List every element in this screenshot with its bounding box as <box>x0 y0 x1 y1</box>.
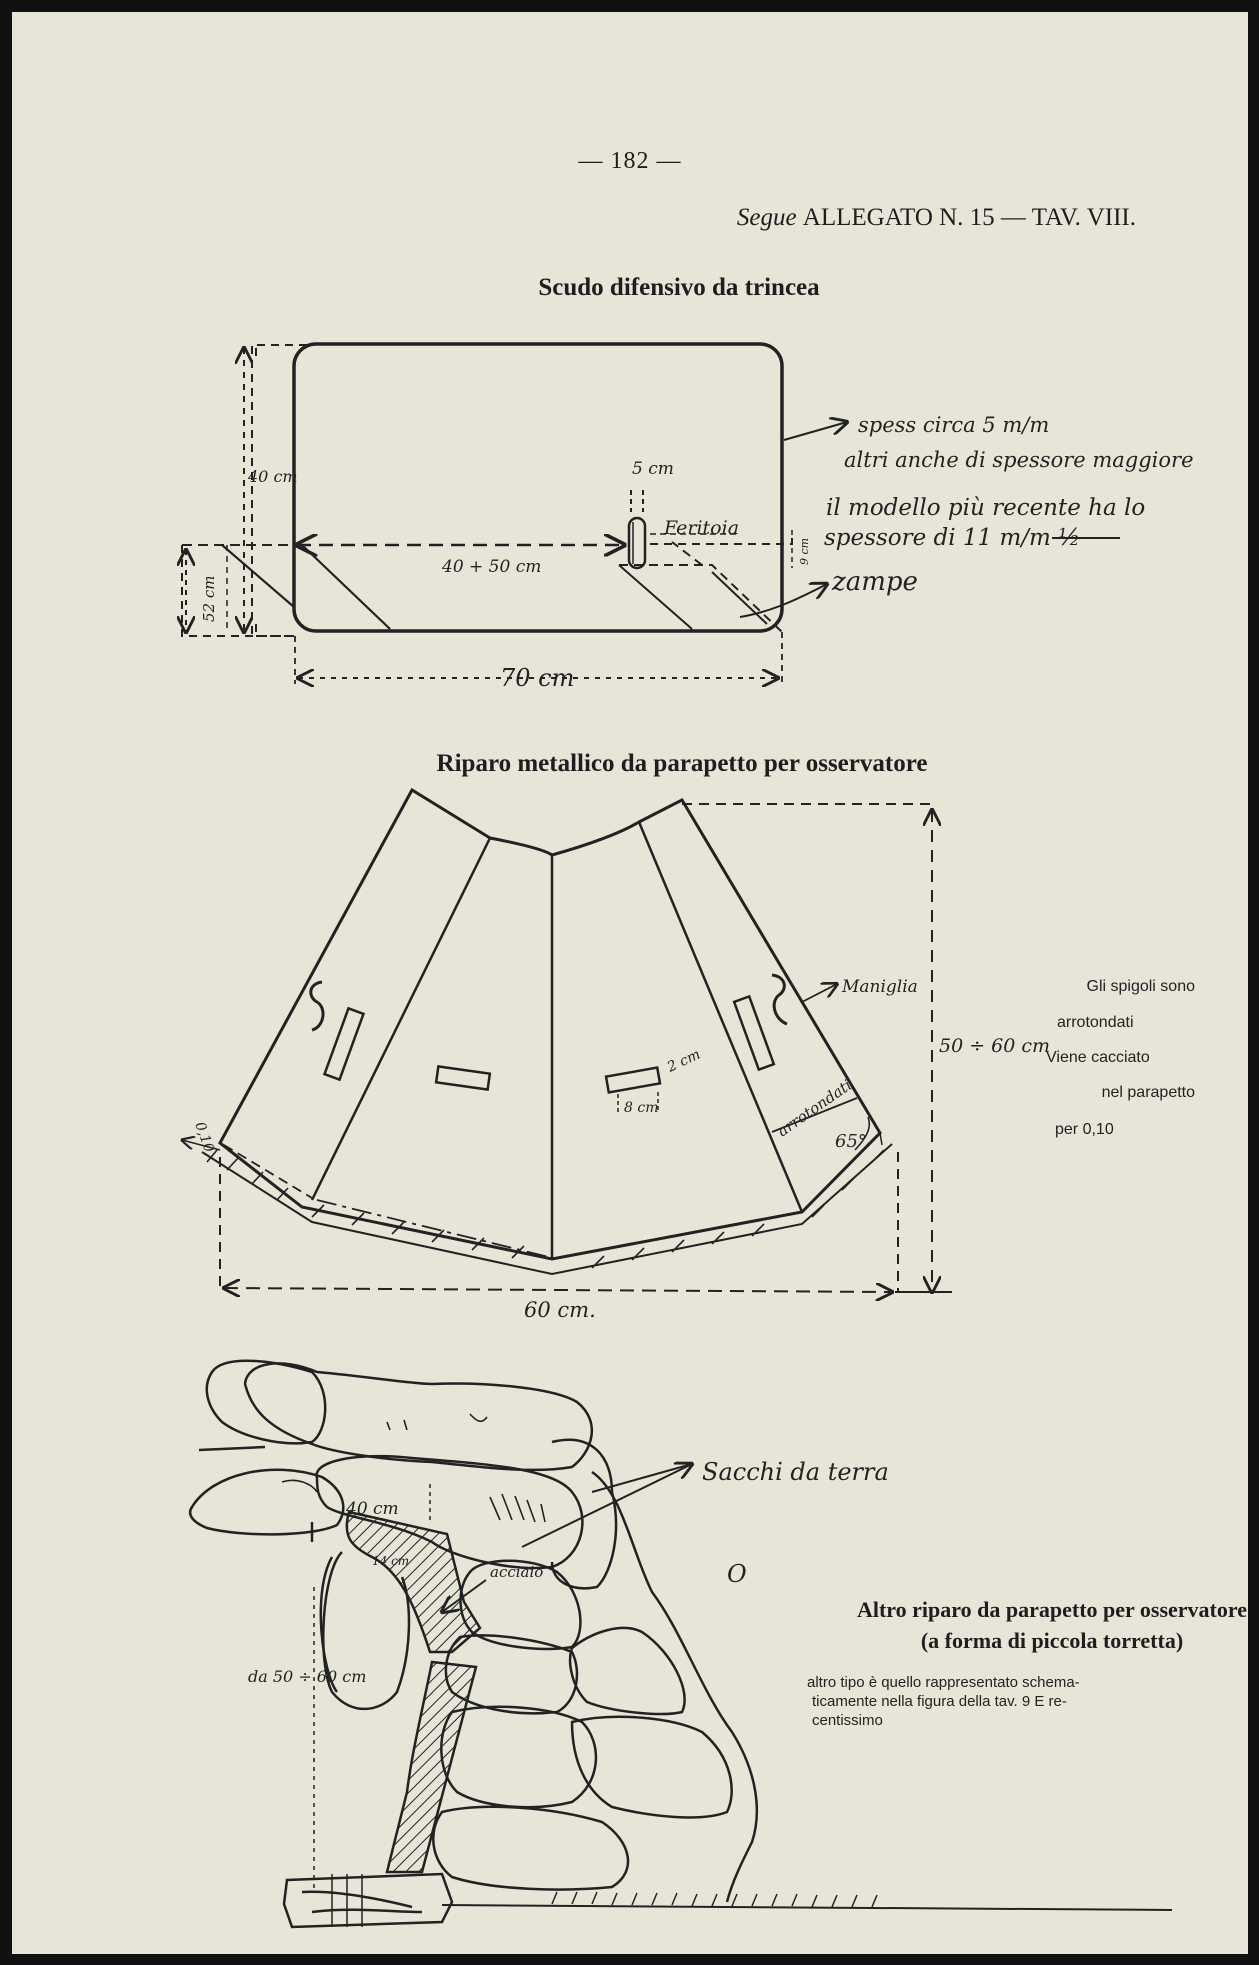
figure3-desc-line2: ticamente nella figura della tav. 9 E re… <box>812 1693 1067 1710</box>
document-page: — 182 — Segue ALLEGATO N. 15 — TAV. VIII… <box>12 12 1248 1954</box>
side-note-line2: arrotondati <box>1057 1014 1134 1031</box>
label-feritoia: Feritoia <box>663 517 739 539</box>
side-note-line1: Gli spigoli sono <box>1087 978 1196 995</box>
label-slot-size: 5 cm <box>632 459 674 479</box>
figure2-title: Riparo metallico da parapetto per osserv… <box>437 750 928 777</box>
label-zampe: zampe <box>831 567 918 597</box>
side-note-line5: per 0,10 <box>1055 1121 1114 1138</box>
note-thickness-1: spess circa 5 m/m <box>858 413 1049 437</box>
figure3-desc-line3: centissimo <box>812 1712 883 1729</box>
label-bottom-60: 60 cm. <box>524 1298 596 1322</box>
stone-3 <box>568 1626 686 1716</box>
right-handle-plate <box>732 994 776 1072</box>
stone-7 <box>432 1805 630 1891</box>
sandbag-middle <box>315 1455 584 1570</box>
note-leader-arrow <box>783 422 847 441</box>
label-acciaio: acciaio <box>490 1563 543 1581</box>
figures-canvas: Scudo difensivo da trincea <box>12 274 1247 1929</box>
ground-line-2 <box>441 1904 1173 1911</box>
label-40cm: 40 cm <box>345 1499 399 1519</box>
label-depth: 0,10 <box>191 1120 217 1155</box>
stone-6 <box>570 1715 733 1819</box>
ground-line <box>201 1143 893 1276</box>
left-slot <box>434 1065 492 1091</box>
label-o-letter: O <box>727 1560 747 1588</box>
figure1-shield-drawing <box>182 342 1120 684</box>
base-plank <box>282 1872 454 1929</box>
figure3-turret-drawing <box>188 1359 1173 1929</box>
label-total-width: 70 cm <box>500 664 574 692</box>
zampe-leader-arrow <box>739 584 827 618</box>
sacchi-leader-arrow-1 <box>521 1464 692 1548</box>
label-14cm: 14 cm <box>372 1554 409 1568</box>
parapet-shield-outline <box>218 787 882 1261</box>
sandbag-top <box>243 1362 594 1472</box>
page-number: — 182 — <box>578 148 682 174</box>
label-height-50-60: 50 ÷ 60 cm <box>939 1035 1050 1057</box>
figure1-title: Scudo difensivo da trincea <box>538 274 820 301</box>
plate-reference: Segue ALLEGATO N. 15 — TAV. VIII. <box>737 204 1136 232</box>
label-slot-2cm: 2 cm <box>664 1047 703 1076</box>
side-note-line3: Viene cacciato <box>1046 1049 1150 1066</box>
figure3-title-line1: Altro riparo da parapetto per osservator… <box>857 1597 1247 1622</box>
left-handle-plate <box>322 1006 366 1082</box>
figure3-desc-line1: altro tipo è quello rappresentato schema… <box>807 1674 1080 1691</box>
segue-text: Segue <box>736 204 797 231</box>
note-thickness-3: il modello più recente ha lo <box>826 495 1145 521</box>
figure2-shield-drawing <box>182 787 952 1292</box>
right-handle <box>771 973 788 1026</box>
left-handle <box>309 980 325 1032</box>
note-thickness-4: spessore di 11 m/m ½ <box>824 525 1080 551</box>
right-slot <box>604 1066 662 1094</box>
label-foot-52: 52 cm <box>200 576 218 622</box>
side-note-line4: nel parapetto <box>1102 1084 1196 1101</box>
steel-shield-upper <box>345 1510 482 1654</box>
sandbag-left-mid <box>188 1468 345 1536</box>
label-height-40: 40 cm <box>247 467 298 486</box>
handle-leader-arrow <box>801 984 837 1003</box>
sandbag-left-top <box>205 1359 327 1445</box>
label-inner-width: 40 + 50 cm <box>441 557 541 577</box>
sacchi-leader-arrow-2 <box>591 1463 693 1493</box>
label-height-3: da 50 ÷ 60 cm <box>248 1667 366 1686</box>
stone-1 <box>550 1438 618 1590</box>
outer-wall <box>591 1470 758 1903</box>
acciaio-leader-arrow <box>442 1579 487 1612</box>
feritoia-slot <box>627 516 647 570</box>
label-angle: 65° <box>835 1131 867 1152</box>
dim-bottom-line <box>224 1288 892 1292</box>
label-sacchi: Sacchi da terra <box>702 1458 889 1486</box>
label-maniglia: Maniglia <box>841 977 918 997</box>
label-slot-8cm: 8 cm <box>624 1100 658 1116</box>
label-foot-9: 9 cm <box>798 538 811 565</box>
steel-shield-lower <box>385 1660 478 1874</box>
shield-plate <box>292 342 784 633</box>
allegato-text: ALLEGATO N. 15 — TAV. VIII. <box>802 204 1136 231</box>
note-thickness-2: altri anche di spessore maggiore <box>844 448 1194 472</box>
figure3-title-line2: (a forma di piccola torretta) <box>921 1628 1183 1653</box>
